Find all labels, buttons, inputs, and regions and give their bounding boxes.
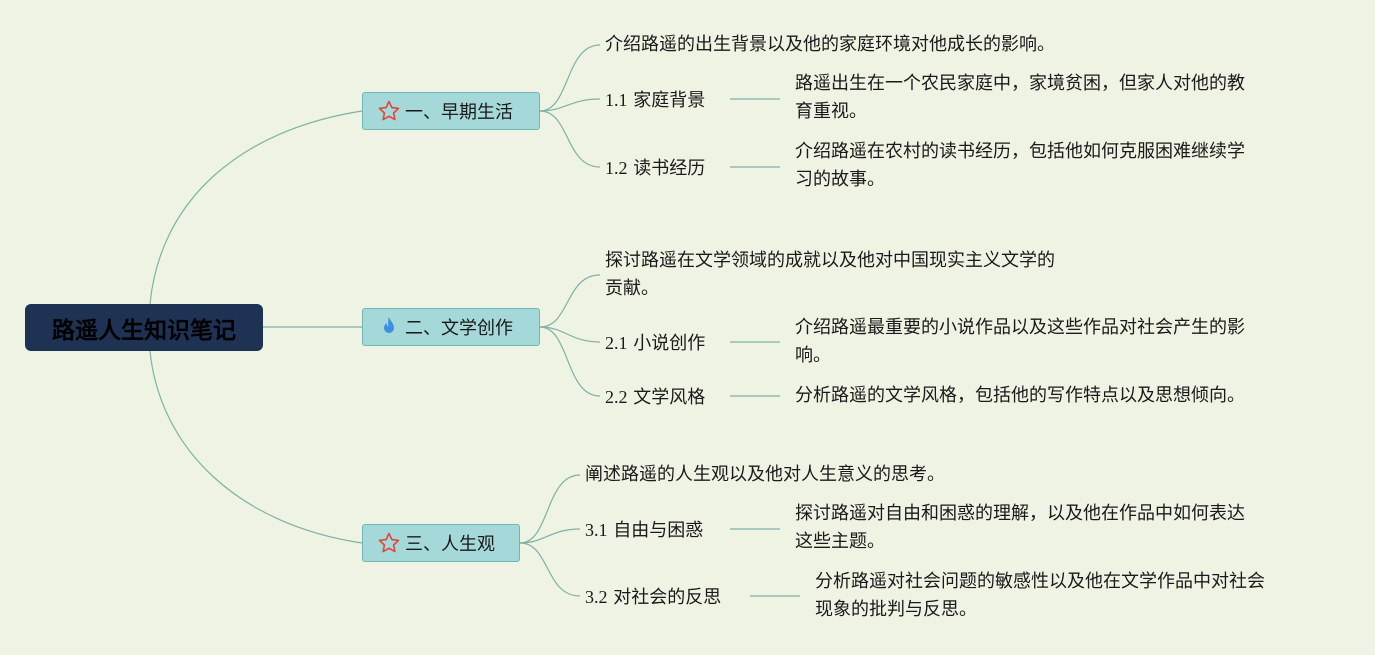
flame-icon (377, 315, 401, 339)
sub-node[interactable]: 3.2 对社会的反思 (585, 587, 722, 608)
branch-literary-creation[interactable]: 二、文学创作 (362, 308, 540, 346)
sub-node[interactable]: 1.2 读书经历 (605, 158, 706, 179)
sub-description: 介绍路遥在农村的读书经历，包括他如何克服困难继续学 习的故事。 (795, 141, 1245, 190)
branch-summary: 阐述路遥的人生观以及他对人生意义的思考。 (585, 464, 945, 485)
sub-node[interactable]: 2.1 小说创作 (605, 333, 706, 354)
sub-node[interactable]: 3.1 自由与困惑 (585, 520, 704, 541)
branch-title: 一、早期生活 (405, 102, 513, 123)
branch-title: 三、人生观 (405, 534, 495, 555)
sub-description: 路遥出生在一个农民家庭中，家境贫困，但家人对他的教 育重视。 (795, 73, 1245, 122)
branch-title: 二、文学创作 (405, 318, 513, 339)
root-node[interactable]: 路遥人生知识笔记 (25, 304, 263, 351)
sub-description: 探讨路遥对自由和困惑的理解，以及他在作品中如何表达 这些主题。 (795, 503, 1245, 552)
root-title: 路遥人生知识笔记 (52, 317, 236, 344)
branch-early-life[interactable]: 一、早期生活 (362, 92, 540, 130)
branch-summary: 探讨路遥在文学领域的成就以及他对中国现实主义文学的 贡献。 (605, 250, 1055, 299)
branch-outlook-on-life[interactable]: 三、人生观 (362, 524, 520, 562)
sub-description: 介绍路遥最重要的小说作品以及这些作品对社会产生的影 响。 (795, 317, 1245, 366)
star-outline-icon (377, 531, 401, 555)
sub-node[interactable]: 2.2 文学风格 (605, 387, 706, 408)
sub-description: 分析路遥的文学风格，包括他的写作特点以及思想倾向。 (795, 385, 1245, 406)
sub-description: 分析路遥对社会问题的敏感性以及他在文学作品中对社会 现象的批判与反思。 (815, 571, 1265, 620)
star-outline-icon (377, 99, 401, 123)
branch-summary: 介绍路遥的出生背景以及他的家庭环境对他成长的影响。 (605, 34, 1055, 55)
sub-node[interactable]: 1.1 家庭背景 (605, 90, 706, 111)
